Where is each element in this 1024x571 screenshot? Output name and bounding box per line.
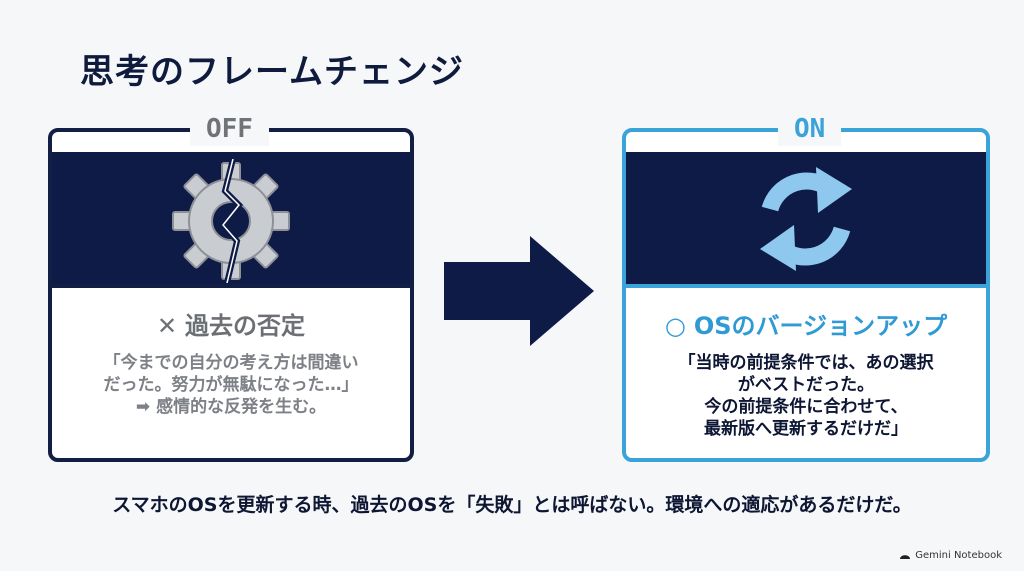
on-heading-text: OSのバージョンアップ	[693, 312, 948, 340]
right-arrow-icon	[444, 236, 594, 350]
badge-label: Gemini Notebook	[915, 550, 1002, 561]
gemini-notebook-badge: Gemini Notebook	[899, 550, 1002, 561]
off-heading: ✕過去の否定	[52, 306, 410, 341]
on-card: ○OSのバージョンアップ 「当時の前提条件では、あの選択 がベストだった。 今の…	[622, 128, 990, 462]
circle-mark-icon: ○	[664, 312, 686, 340]
on-heading: ○OSのバージョンアップ	[626, 306, 986, 341]
off-body: 「今までの自分の考え方は間違い だった。努力が無駄になった…」 ➡ 感情的な反発…	[52, 352, 410, 418]
broken-gear-icon	[169, 158, 293, 287]
page-title: 思考のフレームチェンジ	[80, 52, 464, 92]
on-divider	[626, 284, 986, 288]
off-line: だった。努力が無駄になった…」	[103, 375, 359, 395]
on-label: ON	[778, 112, 842, 146]
cross-mark-icon: ✕	[156, 312, 178, 340]
off-divider	[52, 284, 410, 288]
footer-caption: スマホのOSを更新する時、過去のOSを「失敗」とは呼ばない。環境への適応があるだ…	[112, 494, 912, 516]
on-line: 「当時の前提条件では、あの選択	[678, 353, 934, 373]
on-line: 最新版へ更新するだけだ」	[704, 419, 908, 439]
off-card: ✕過去の否定 「今までの自分の考え方は間違い だった。努力が無駄になった…」 ➡…	[48, 128, 414, 462]
on-line: がベストだった。	[737, 375, 875, 395]
sync-arrows-icon	[746, 159, 866, 283]
on-line: 今の前提条件に合わせて、	[704, 397, 908, 417]
on-body: 「当時の前提条件では、あの選択 がベストだった。 今の前提条件に合わせて、 最新…	[626, 352, 986, 440]
off-line: 「今までの自分の考え方は間違い	[103, 353, 359, 373]
off-line: ➡ 感情的な反発を生む。	[135, 397, 327, 417]
off-heading-text: 過去の否定	[185, 312, 306, 340]
notebook-logo-icon	[900, 554, 911, 559]
off-label: OFF	[190, 112, 269, 146]
